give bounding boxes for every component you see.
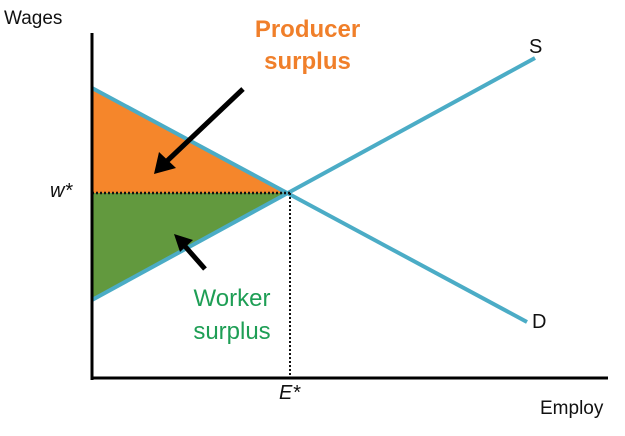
worker-surplus-label: Worker surplus [172, 282, 292, 348]
employment-label: E* [279, 382, 301, 404]
worker-line2: surplus [193, 318, 271, 345]
worker-line1: Worker [193, 285, 271, 312]
demand-label: D [532, 311, 547, 333]
demand-curve [91, 86, 528, 324]
supply-label: S [529, 36, 543, 58]
worker-arrow [174, 234, 207, 271]
producer-line1: Producer [254, 16, 361, 43]
wage-label: w* [50, 180, 73, 202]
producer-surplus-label: Producer surplus [240, 14, 375, 78]
producer-arrow [154, 87, 245, 174]
y-axis-label: Wages [4, 8, 63, 29]
supply-curve [91, 56, 536, 302]
producer-line2: surplus [264, 48, 351, 75]
x-axis-label: Employ [540, 398, 604, 419]
